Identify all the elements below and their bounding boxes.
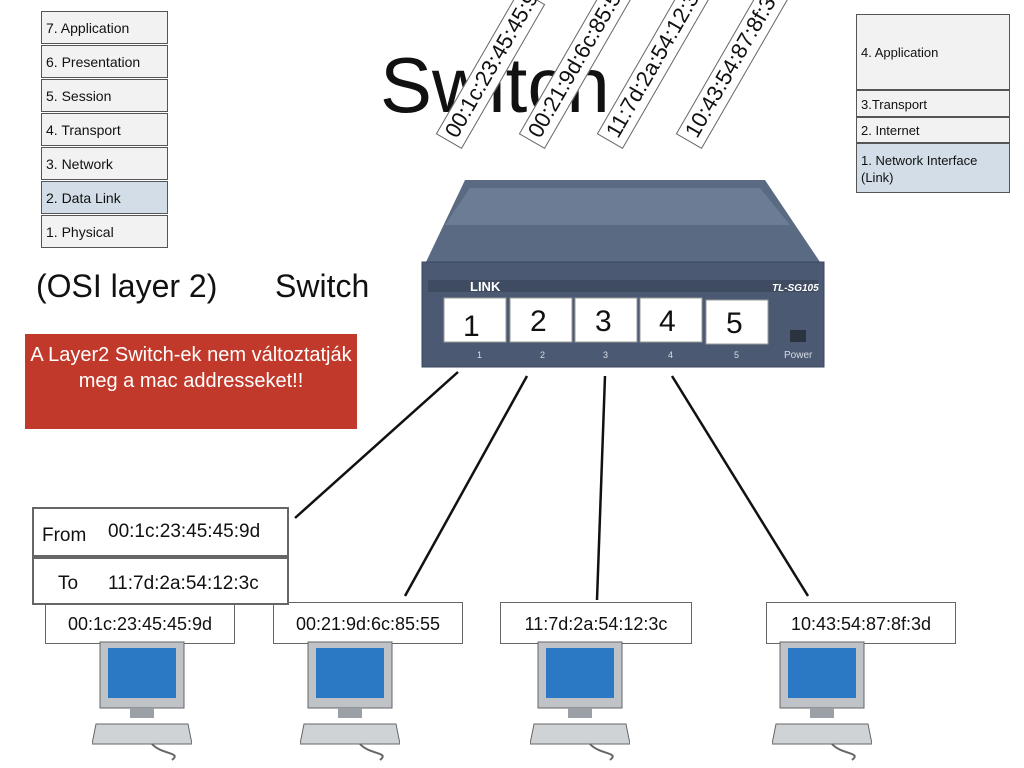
switch-ports <box>443 297 769 345</box>
power-label: Power <box>784 350 813 361</box>
port-numbers: 1 2 3 4 5 <box>463 305 743 343</box>
switch-top-highlight <box>445 188 790 225</box>
host-4-computer-icon <box>772 641 872 761</box>
port-index-3: 3 <box>603 350 608 360</box>
cable-port-1 <box>294 371 459 519</box>
host-1-mac-label: 00:1c:23:45:45:9d <box>45 602 235 644</box>
osi-layer-3: 3. Network <box>41 147 168 180</box>
switch-brand-text: LINK <box>470 279 501 294</box>
port-number-1: 1 <box>463 310 480 343</box>
port-number-5: 5 <box>726 307 743 340</box>
host-1-computer-icon <box>92 641 192 761</box>
tcpip-layer-3: 3.Transport <box>856 90 1010 117</box>
port-number-2: 2 <box>530 305 547 338</box>
osi-layer-caption: (OSI layer 2) <box>36 268 218 304</box>
tcpip-layer-4: 4. Application <box>856 14 1010 90</box>
cable-port-3 <box>595 375 607 601</box>
port-index-labels: 1 2 3 4 5 <box>477 350 739 360</box>
host-2-computer-icon <box>300 641 400 761</box>
frame-from-label: From <box>42 525 87 546</box>
frame-to-box: To 11:7d:2a:54:12:3c <box>32 557 289 605</box>
port-index-1: 1 <box>477 350 482 360</box>
port-5[interactable] <box>705 299 769 345</box>
tcpip-layer-2: 2. Internet <box>856 117 1010 143</box>
osi-layer-7: 7. Application <box>41 11 168 44</box>
tcpip-layer-1-highlighted: 1. Network Interface (Link) <box>856 143 1010 193</box>
port-4[interactable] <box>639 297 703 343</box>
cable-port-2 <box>403 375 529 597</box>
port-index-5: 5 <box>734 350 739 360</box>
frame-from-box: From 00:1c:23:45:45:9d <box>32 507 289 557</box>
port-3[interactable] <box>574 297 638 343</box>
switch-model-text: TL-SG105 <box>772 283 819 294</box>
frame-from-value: 00:1c:23:45:45:9d <box>108 521 261 542</box>
host-4-mac-label: 10:43:54:87:8f:3d <box>766 602 956 644</box>
power-led <box>790 330 806 342</box>
host-2-mac-label: 00:21:9d:6c:85:55 <box>273 602 463 644</box>
osi-layer-1: 1. Physical <box>41 215 168 248</box>
port-number-3: 3 <box>595 305 612 338</box>
osi-layer-6: 6. Presentation <box>41 45 168 78</box>
cables <box>294 371 810 601</box>
port-index-2: 2 <box>540 350 545 360</box>
warning-note: A Layer2 Switch-ek nem változtatják meg … <box>25 334 357 429</box>
frame-to-label: To <box>58 573 79 594</box>
frame-to-value: 11:7d:2a:54:12:3c <box>108 573 259 594</box>
osi-layer-4: 4. Transport <box>41 113 168 146</box>
switch-caption: Switch <box>275 268 370 304</box>
osi-layer-5: 5. Session <box>41 79 168 112</box>
port-2[interactable] <box>509 297 573 343</box>
port-number-4: 4 <box>659 305 676 338</box>
host-3-computer-icon <box>530 641 630 761</box>
cable-port-4 <box>670 375 810 597</box>
host-3-mac-label: 11:7d:2a:54:12:3c <box>500 602 692 644</box>
port-1[interactable] <box>443 297 507 343</box>
osi-layer-2-highlighted: 2. Data Link <box>41 181 168 214</box>
switch-device: LINK TL-SG105 1 2 3 4 5 1 2 3 4 5 Power <box>421 180 825 368</box>
port-index-4: 4 <box>668 350 673 360</box>
switch-front-strip <box>428 280 818 292</box>
